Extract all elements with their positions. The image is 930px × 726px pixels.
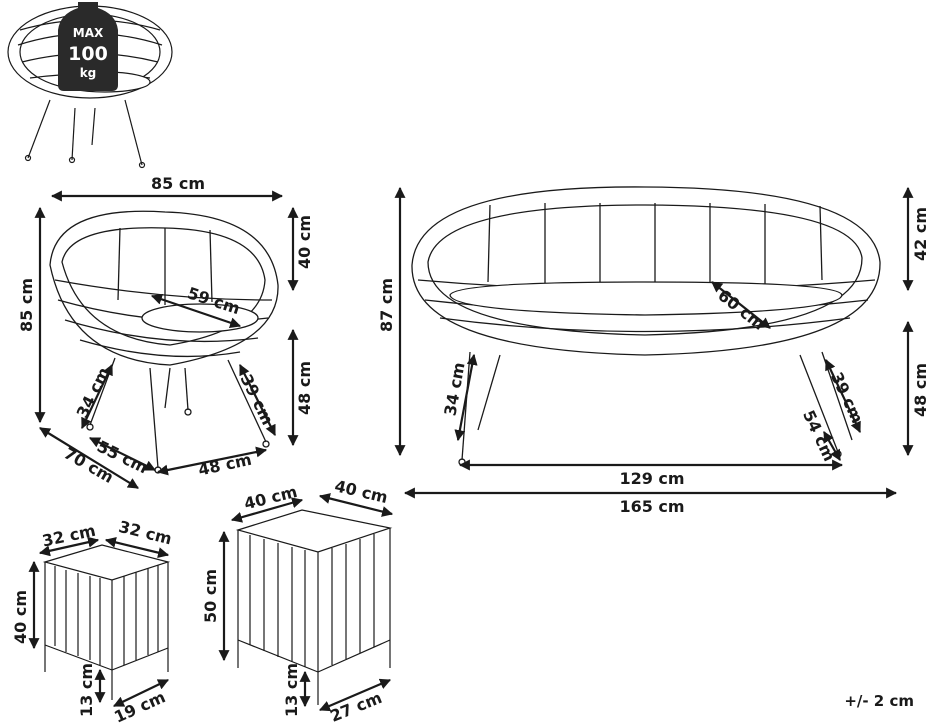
sofa-height-label: 87 cm xyxy=(377,278,396,332)
armchair-width-label: 85 cm xyxy=(151,174,205,193)
armchair-base-width-label: 48 cm xyxy=(196,450,253,480)
sofa-width-label: 165 cm xyxy=(619,497,684,516)
sofa-base-width-label: 129 cm xyxy=(619,469,684,488)
dimension-lines xyxy=(28,186,914,712)
large-table-leg-height-label: 13 cm xyxy=(282,663,301,717)
sofa-back-leg-label: 39 cm xyxy=(827,369,867,426)
large-table-height-label: 50 cm xyxy=(201,569,220,623)
armchair-back-leg-label: 39 cm xyxy=(237,371,278,428)
dimension-labels: 85 cm 85 cm 40 cm 48 cm 59 cm 34 cm 39 c… xyxy=(11,174,930,726)
badge-number-text: 100 xyxy=(68,43,108,65)
sofa-leg-height-label: 48 cm xyxy=(911,363,930,417)
badge-unit-text: kg xyxy=(80,66,97,80)
armchair-leg-height-label: 48 cm xyxy=(295,361,314,415)
small-table-leg-height-label: 13 cm xyxy=(77,663,96,717)
armchair-drawing xyxy=(49,210,279,474)
badge-max-text: MAX xyxy=(73,26,104,40)
armchair-height-label: 85 cm xyxy=(17,278,36,332)
sofa-back-height-label: 42 cm xyxy=(911,207,930,261)
armchair-front-leg-label: 34 cm xyxy=(73,364,114,421)
weight-limit-badge: MAX 100 kg xyxy=(58,2,118,91)
small-table-height-label: 40 cm xyxy=(11,590,30,644)
small-table-drawing xyxy=(42,544,171,700)
tolerance-note: +/- 2 cm xyxy=(844,692,914,710)
large-table-drawing xyxy=(235,509,393,705)
sofa-leg-spread-label: 54 cm xyxy=(799,407,839,464)
armchair-back-height-label: 40 cm xyxy=(295,215,314,269)
